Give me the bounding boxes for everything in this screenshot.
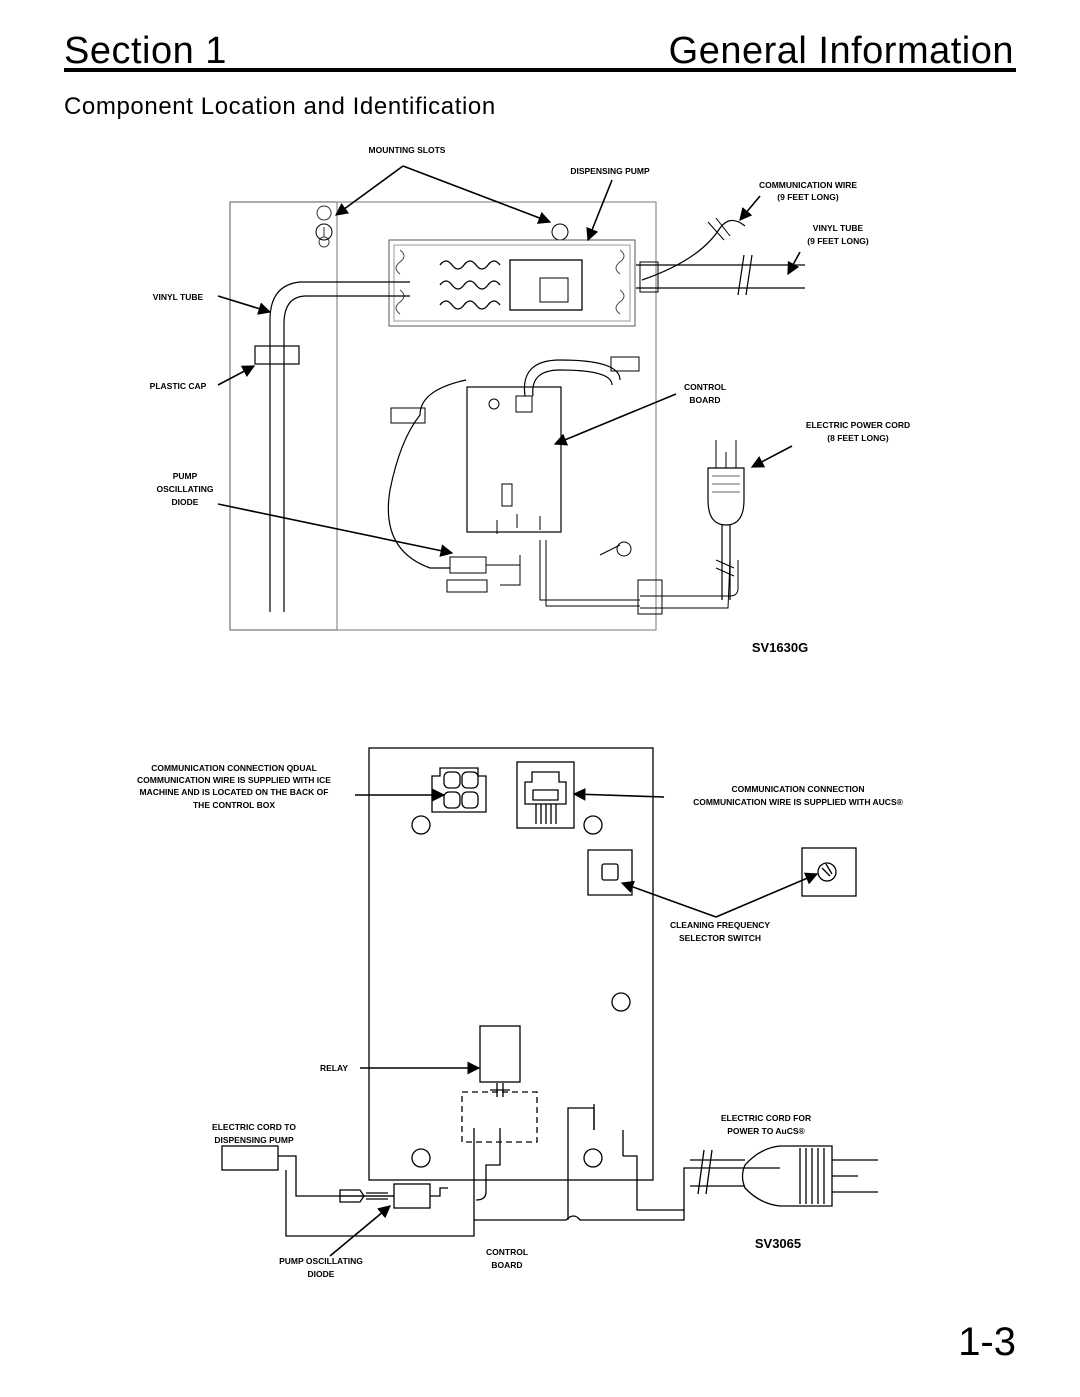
label-communication-wire-1: COMMUNICATION WIRE — [759, 180, 857, 190]
power-plug — [707, 467, 745, 526]
power-plug-sv3065 — [741, 1145, 833, 1207]
header-rule — [64, 68, 1016, 72]
pump-body — [509, 259, 583, 311]
vinyl-tube-left — [269, 281, 410, 612]
label-cord-power-1: ELECTRIC CORD FOR — [721, 1113, 811, 1123]
label-comm-qdual-2: COMMUNICATION WIRE IS SUPPLIED WITH ICE — [137, 775, 331, 785]
label-comm-aucs-2: COMMUNICATION WIRE IS SUPPLIED WITH AUCS… — [693, 797, 904, 807]
label-control-board-1: CONTROL — [684, 382, 726, 392]
mounting-slot-right — [551, 223, 569, 241]
pump-cord-plug — [221, 1145, 279, 1171]
label-cleaning-2: SELECTOR SWITCH — [679, 933, 761, 943]
sv1630g-control-board — [466, 386, 562, 533]
section-title: General Information — [668, 30, 1014, 72]
sv3065-diagram — [221, 747, 878, 1237]
label-cord-pump-1: ELECTRIC CORD TO — [212, 1122, 296, 1132]
communication-wire — [641, 219, 746, 281]
cleaning-frequency-switch — [587, 849, 633, 896]
page-subtitle: Component Location and Identification — [64, 93, 496, 120]
mounting-slot-left — [316, 205, 332, 248]
plastic-cap — [254, 345, 300, 365]
page-number: 1-3 — [958, 1320, 1016, 1364]
model-sv3065: SV3065 — [755, 1236, 801, 1251]
label-cord-pump-2: DISPENSING PUMP — [214, 1135, 294, 1145]
label-control-board-2: BOARD — [689, 395, 720, 405]
label-vinyl-tube-right-1: VINYL TUBE — [813, 223, 864, 233]
pump-coil — [439, 260, 501, 310]
sv3065-control-board — [368, 747, 654, 1181]
label-cleaning-1: CLEANING FREQUENCY — [670, 920, 770, 930]
label-comm-qdual-1: COMMUNICATION CONNECTION QDUAL — [151, 763, 317, 773]
label-board-2: BOARD — [491, 1260, 522, 1270]
label-pump-diode-1: PUMP — [173, 471, 198, 481]
label-power-cord-2: (8 FEET LONG) — [827, 433, 889, 443]
label-power-cord-1: ELECTRIC POWER CORD — [806, 420, 910, 430]
label-communication-wire-2: (9 FEET LONG) — [777, 192, 839, 202]
label-comm-qdual-3: MACHINE AND IS LOCATED ON THE BACK OF — [140, 787, 329, 797]
label-diode-1: PUMP OSCILLATING — [279, 1256, 363, 1266]
label-vinyl-tube-left: VINYL TUBE — [153, 292, 204, 302]
label-board-1: CONTROL — [486, 1247, 528, 1257]
label-mounting-slots: MOUNTING SLOTS — [369, 145, 446, 155]
label-cord-power-2: POWER TO AuCS® — [727, 1126, 805, 1136]
label-pump-diode-2: OSCILLATING — [157, 484, 214, 494]
relay — [479, 1025, 521, 1083]
model-sv1630g: SV1630G — [752, 640, 808, 655]
label-relay: RELAY — [320, 1063, 348, 1073]
sv1630g-diagram — [229, 201, 805, 631]
dispensing-pump-frame — [388, 239, 636, 327]
label-plastic-cap: PLASTIC CAP — [150, 381, 207, 391]
label-diode-2: DIODE — [308, 1269, 335, 1279]
label-vinyl-tube-right-2: (9 FEET LONG) — [807, 236, 869, 246]
label-pump-diode-3: DIODE — [172, 497, 199, 507]
label-dispensing-pump: DISPENSING PUMP — [570, 166, 650, 176]
label-comm-aucs-1: COMMUNICATION CONNECTION — [732, 784, 865, 794]
sv1630g-back-panel — [229, 201, 657, 631]
section-number: Section 1 — [64, 30, 227, 72]
label-comm-qdual-4: THE CONTROL BOX — [193, 800, 275, 810]
